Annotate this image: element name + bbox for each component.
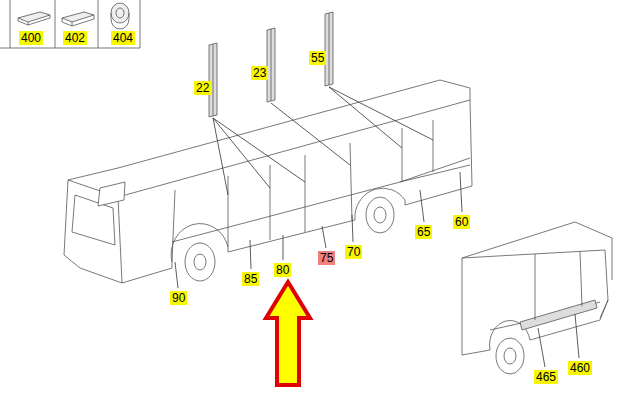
callout-number: 75 (318, 251, 335, 265)
callout-number: 70 (345, 245, 362, 259)
callout-number: 400 (19, 31, 43, 45)
callout-number: 402 (63, 31, 87, 45)
callout-number: 460 (568, 361, 592, 375)
profile-strips (209, 12, 333, 117)
callout-number: 22 (194, 81, 211, 95)
bus-outline (64, 80, 472, 283)
callout-number: 65 (415, 225, 432, 239)
callout-number: 80 (274, 263, 291, 277)
callout-number: 404 (111, 31, 135, 45)
callout-number: 23 (251, 66, 268, 80)
inset-bus (462, 222, 612, 374)
callout-number: 85 (242, 272, 259, 286)
material-icons (0, 0, 140, 48)
leader-lines (175, 87, 579, 367)
callout-number: 465 (534, 370, 558, 384)
callout-number: 90 (170, 291, 187, 305)
callout-number: 55 (309, 51, 326, 65)
pointer-arrow (266, 282, 310, 385)
callout-number: 60 (453, 215, 470, 229)
